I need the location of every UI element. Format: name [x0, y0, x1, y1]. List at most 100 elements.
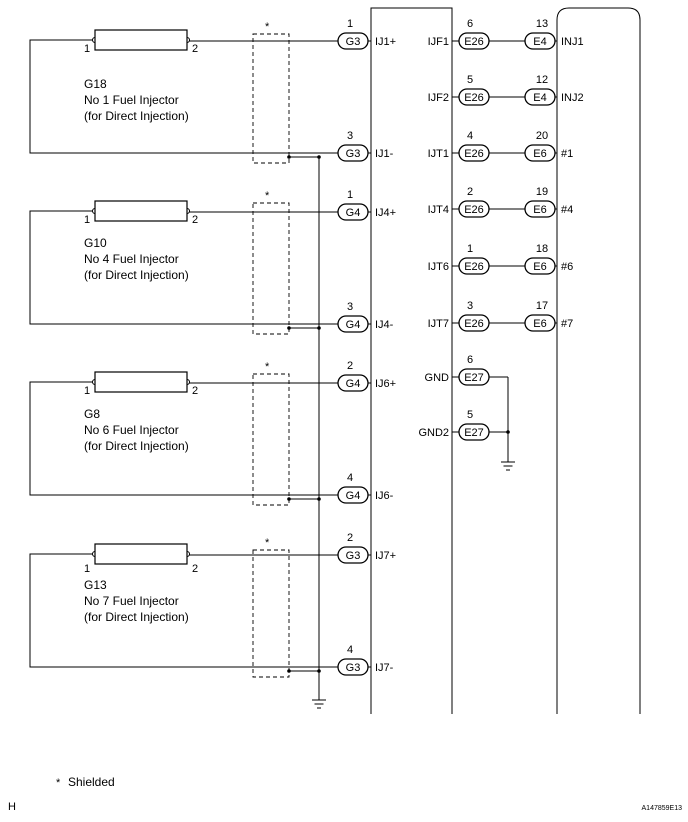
minus-pin-number: 4	[347, 644, 353, 656]
driver-pin: 2	[467, 186, 473, 198]
driver-connector: E26	[464, 92, 484, 104]
injector-code: G18	[84, 77, 107, 91]
ecm-signal: #6	[561, 261, 573, 273]
footer-left: H	[8, 801, 16, 813]
driver-ecm-links: IJF1 6 E26 13 E4 INJ1 IJF2 5 E26 12 E4 I…	[428, 18, 584, 332]
ecm-signal: #7	[561, 318, 573, 330]
injector-name: No 6 Fuel Injector	[84, 423, 179, 437]
injector-sub: (for Direct Injection)	[84, 268, 189, 282]
ground-connector: E27	[464, 427, 484, 439]
ecm-pin: 19	[536, 186, 548, 198]
injector-pin2: 2	[192, 214, 198, 226]
minus-connector: G4	[346, 319, 361, 331]
injector-pin2: 2	[192, 43, 198, 55]
injector-sub: (for Direct Injection)	[84, 439, 189, 453]
ecm-box	[556, 7, 641, 714]
shield-mark: *	[265, 361, 270, 373]
plus-connector: G4	[346, 207, 361, 219]
ecm-connector: E6	[533, 318, 546, 330]
link-row: IJF1 6 E26 13 E4 INJ1	[428, 18, 584, 50]
driver-connector: E26	[464, 261, 484, 273]
injector-no1-group: G18 No 1 Fuel Injector (for Direct Injec…	[29, 18, 396, 164]
link-row: IJT7 3 E26 17 E6 #7	[428, 300, 573, 332]
shield-mark: *	[265, 190, 270, 202]
minus-pin-number: 3	[347, 301, 353, 313]
driver-signal: IJF2	[428, 92, 449, 104]
ecm-pin: 17	[536, 300, 548, 312]
injector-sub: (for Direct Injection)	[84, 610, 189, 624]
ecm-pin: 12	[536, 74, 548, 86]
minus-signal: IJ6-	[375, 490, 394, 502]
link-row: IJT4 2 E26 19 E6 #4	[428, 186, 573, 218]
minus-connector: G3	[346, 148, 361, 160]
minus-pin-number: 4	[347, 472, 353, 484]
shield-mark: *	[265, 21, 270, 33]
injector-name: No 4 Fuel Injector	[84, 252, 179, 266]
injector-body	[94, 371, 188, 393]
injector-sub: (for Direct Injection)	[84, 109, 189, 123]
ecm-pin: 13	[536, 18, 548, 30]
injector-code: G10	[84, 236, 107, 250]
driver-connector: E26	[464, 204, 484, 216]
driver-signal: IJT7	[428, 318, 449, 330]
ground-signal: GND	[425, 372, 450, 384]
minus-connector: G4	[346, 490, 361, 502]
injector-body	[94, 543, 188, 565]
driver-signal: IJT6	[428, 261, 449, 273]
minus-signal: IJ4-	[375, 319, 394, 331]
shield-mark: *	[265, 537, 270, 549]
ecm-pin: 18	[536, 243, 548, 255]
plus-pin-number: 2	[347, 360, 353, 372]
shield-outline	[252, 373, 290, 506]
shield-outline	[252, 33, 290, 164]
plus-pin-number: 1	[347, 189, 353, 201]
injector-pin2: 2	[192, 385, 198, 397]
driver-connector: E26	[464, 148, 484, 160]
plus-signal: IJ4+	[375, 207, 396, 219]
minus-wire	[29, 553, 338, 668]
minus-wire	[29, 210, 338, 325]
driver-grounds: GND 6 E27 GND2 5 E27	[418, 354, 515, 471]
injector-code: G8	[84, 407, 100, 421]
plus-connector: G3	[346, 36, 361, 48]
minus-pin-number: 3	[347, 130, 353, 142]
link-row: IJT6 1 E26 18 E6 #6	[428, 243, 573, 275]
plus-signal: IJ6+	[375, 378, 396, 390]
injector-pin2: 2	[192, 563, 198, 575]
driver-connector: E26	[464, 36, 484, 48]
driver-signal: IJF1	[428, 36, 449, 48]
plus-connector: G3	[346, 550, 361, 562]
link-row: IJF2 5 E26 12 E4 INJ2	[428, 74, 584, 106]
ecm-connector: E4	[533, 92, 546, 104]
driver-pin: 3	[467, 300, 473, 312]
ecm-connector: E6	[533, 204, 546, 216]
ecm-signal: INJ2	[561, 92, 584, 104]
injector-name: No 7 Fuel Injector	[84, 594, 179, 608]
injector-code: G13	[84, 578, 107, 592]
legend-text: Shielded	[68, 775, 115, 789]
injector-driver-box	[370, 7, 453, 714]
ecm-signal: #1	[561, 148, 573, 160]
plus-pin-number: 2	[347, 532, 353, 544]
driver-pin: 5	[467, 74, 473, 86]
minus-wire	[29, 39, 338, 154]
injector-no6-group: G8 No 6 Fuel Injector (for Direct Inject…	[29, 360, 396, 506]
ecm-connector: E6	[533, 261, 546, 273]
injector-name: No 1 Fuel Injector	[84, 93, 179, 107]
driver-pin: 1	[467, 243, 473, 255]
minus-connector: G3	[346, 662, 361, 674]
ecm-connector: E6	[533, 148, 546, 160]
minus-signal: IJ1-	[375, 148, 394, 160]
shield-outline	[252, 549, 290, 678]
driver-signal: IJT1	[428, 148, 449, 160]
ecm-signal: INJ1	[561, 36, 584, 48]
shield-outline	[252, 202, 290, 335]
link-row: IJT1 4 E26 20 E6 #1	[428, 130, 573, 162]
driver-signal: IJT4	[428, 204, 449, 216]
injector-body	[94, 29, 188, 51]
ground-pin: 5	[467, 409, 473, 421]
ground-connector: E27	[464, 372, 484, 384]
legend-mark: *	[56, 777, 61, 789]
injector-pin1: 1	[84, 214, 90, 226]
